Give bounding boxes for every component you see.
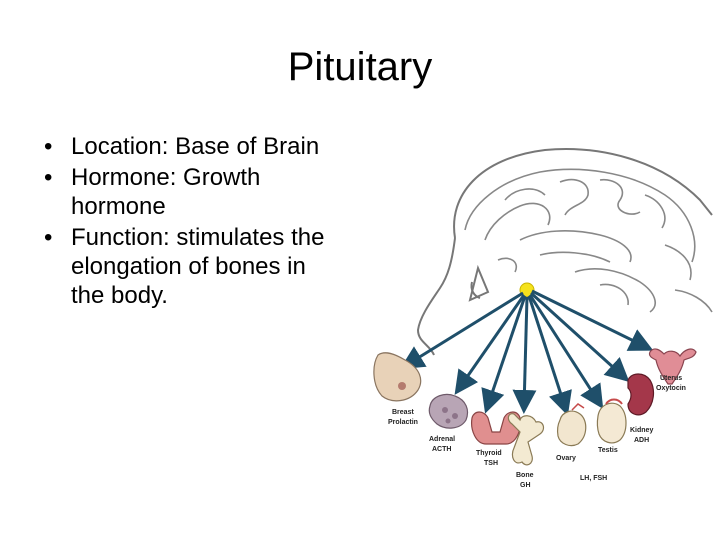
bullet-dot: • <box>44 164 53 191</box>
arrow-adrenal <box>454 294 526 395</box>
slide-title: Pituitary <box>287 45 433 89</box>
bullet-hormone: • Hormone: Growth hormone <box>44 163 334 221</box>
arrow-testis <box>528 294 604 410</box>
label-breast: Breast <box>392 409 414 416</box>
uterus-organ <box>648 348 697 385</box>
pituitary-targets-diagram: Breast Prolactin Adrenal ACTH Thyroid TS… <box>373 148 713 489</box>
testis-organ <box>596 398 627 444</box>
bullet-label: Hormone: <box>71 164 177 191</box>
label-thyroid: Thyroid <box>476 450 502 457</box>
label-oxytocin: Oxytocin <box>656 385 686 392</box>
bullet-label: Location: <box>71 133 169 160</box>
bullet-label: Function: <box>71 224 170 251</box>
label-acth: ACTH <box>432 446 451 453</box>
arrow-thyroid <box>481 295 527 414</box>
label-testis: Testis <box>598 447 618 454</box>
bullet-text: Growth hormone <box>71 164 261 220</box>
label-gh: GH <box>520 482 531 489</box>
bone-organ <box>507 413 545 466</box>
label-tsh: TSH <box>484 460 498 467</box>
arrow-bone <box>512 296 537 414</box>
label-lh-fsh: LH, FSH <box>580 475 607 482</box>
arrow-ovary <box>527 295 572 416</box>
bullet-location: • Location: Base of Brain <box>44 132 334 161</box>
kidney-organ <box>627 373 655 416</box>
label-adh: ADH <box>634 437 649 444</box>
label-prolactin: Prolactin <box>388 419 418 426</box>
label-ovary: Ovary <box>556 455 576 462</box>
breast-organ <box>373 352 422 402</box>
bullet-dot: • <box>44 133 53 160</box>
arrow-uterus <box>531 289 654 351</box>
bullet-text: stimulates the elongation of bones in th… <box>71 224 325 309</box>
label-uterus: Uterus <box>660 375 682 382</box>
label-adrenal: Adrenal <box>429 436 455 443</box>
arrow-breast <box>399 291 524 370</box>
label-bone: Bone <box>516 472 534 479</box>
label-kidney: Kidney <box>630 427 653 434</box>
bullet-text: Base of Brain <box>175 133 320 160</box>
hormone-arrows <box>399 289 654 416</box>
bullet-list: • Location: Base of Brain • Hormone: Gro… <box>44 132 334 312</box>
arrow-kidney <box>529 291 630 383</box>
bullet-dot: • <box>44 224 53 251</box>
adrenal-organ <box>428 393 469 429</box>
head-outline <box>416 148 713 356</box>
bullet-function: • Function: stimulates the elongation of… <box>44 223 334 310</box>
ovary-organ <box>557 403 587 447</box>
brain-folds <box>464 168 713 313</box>
